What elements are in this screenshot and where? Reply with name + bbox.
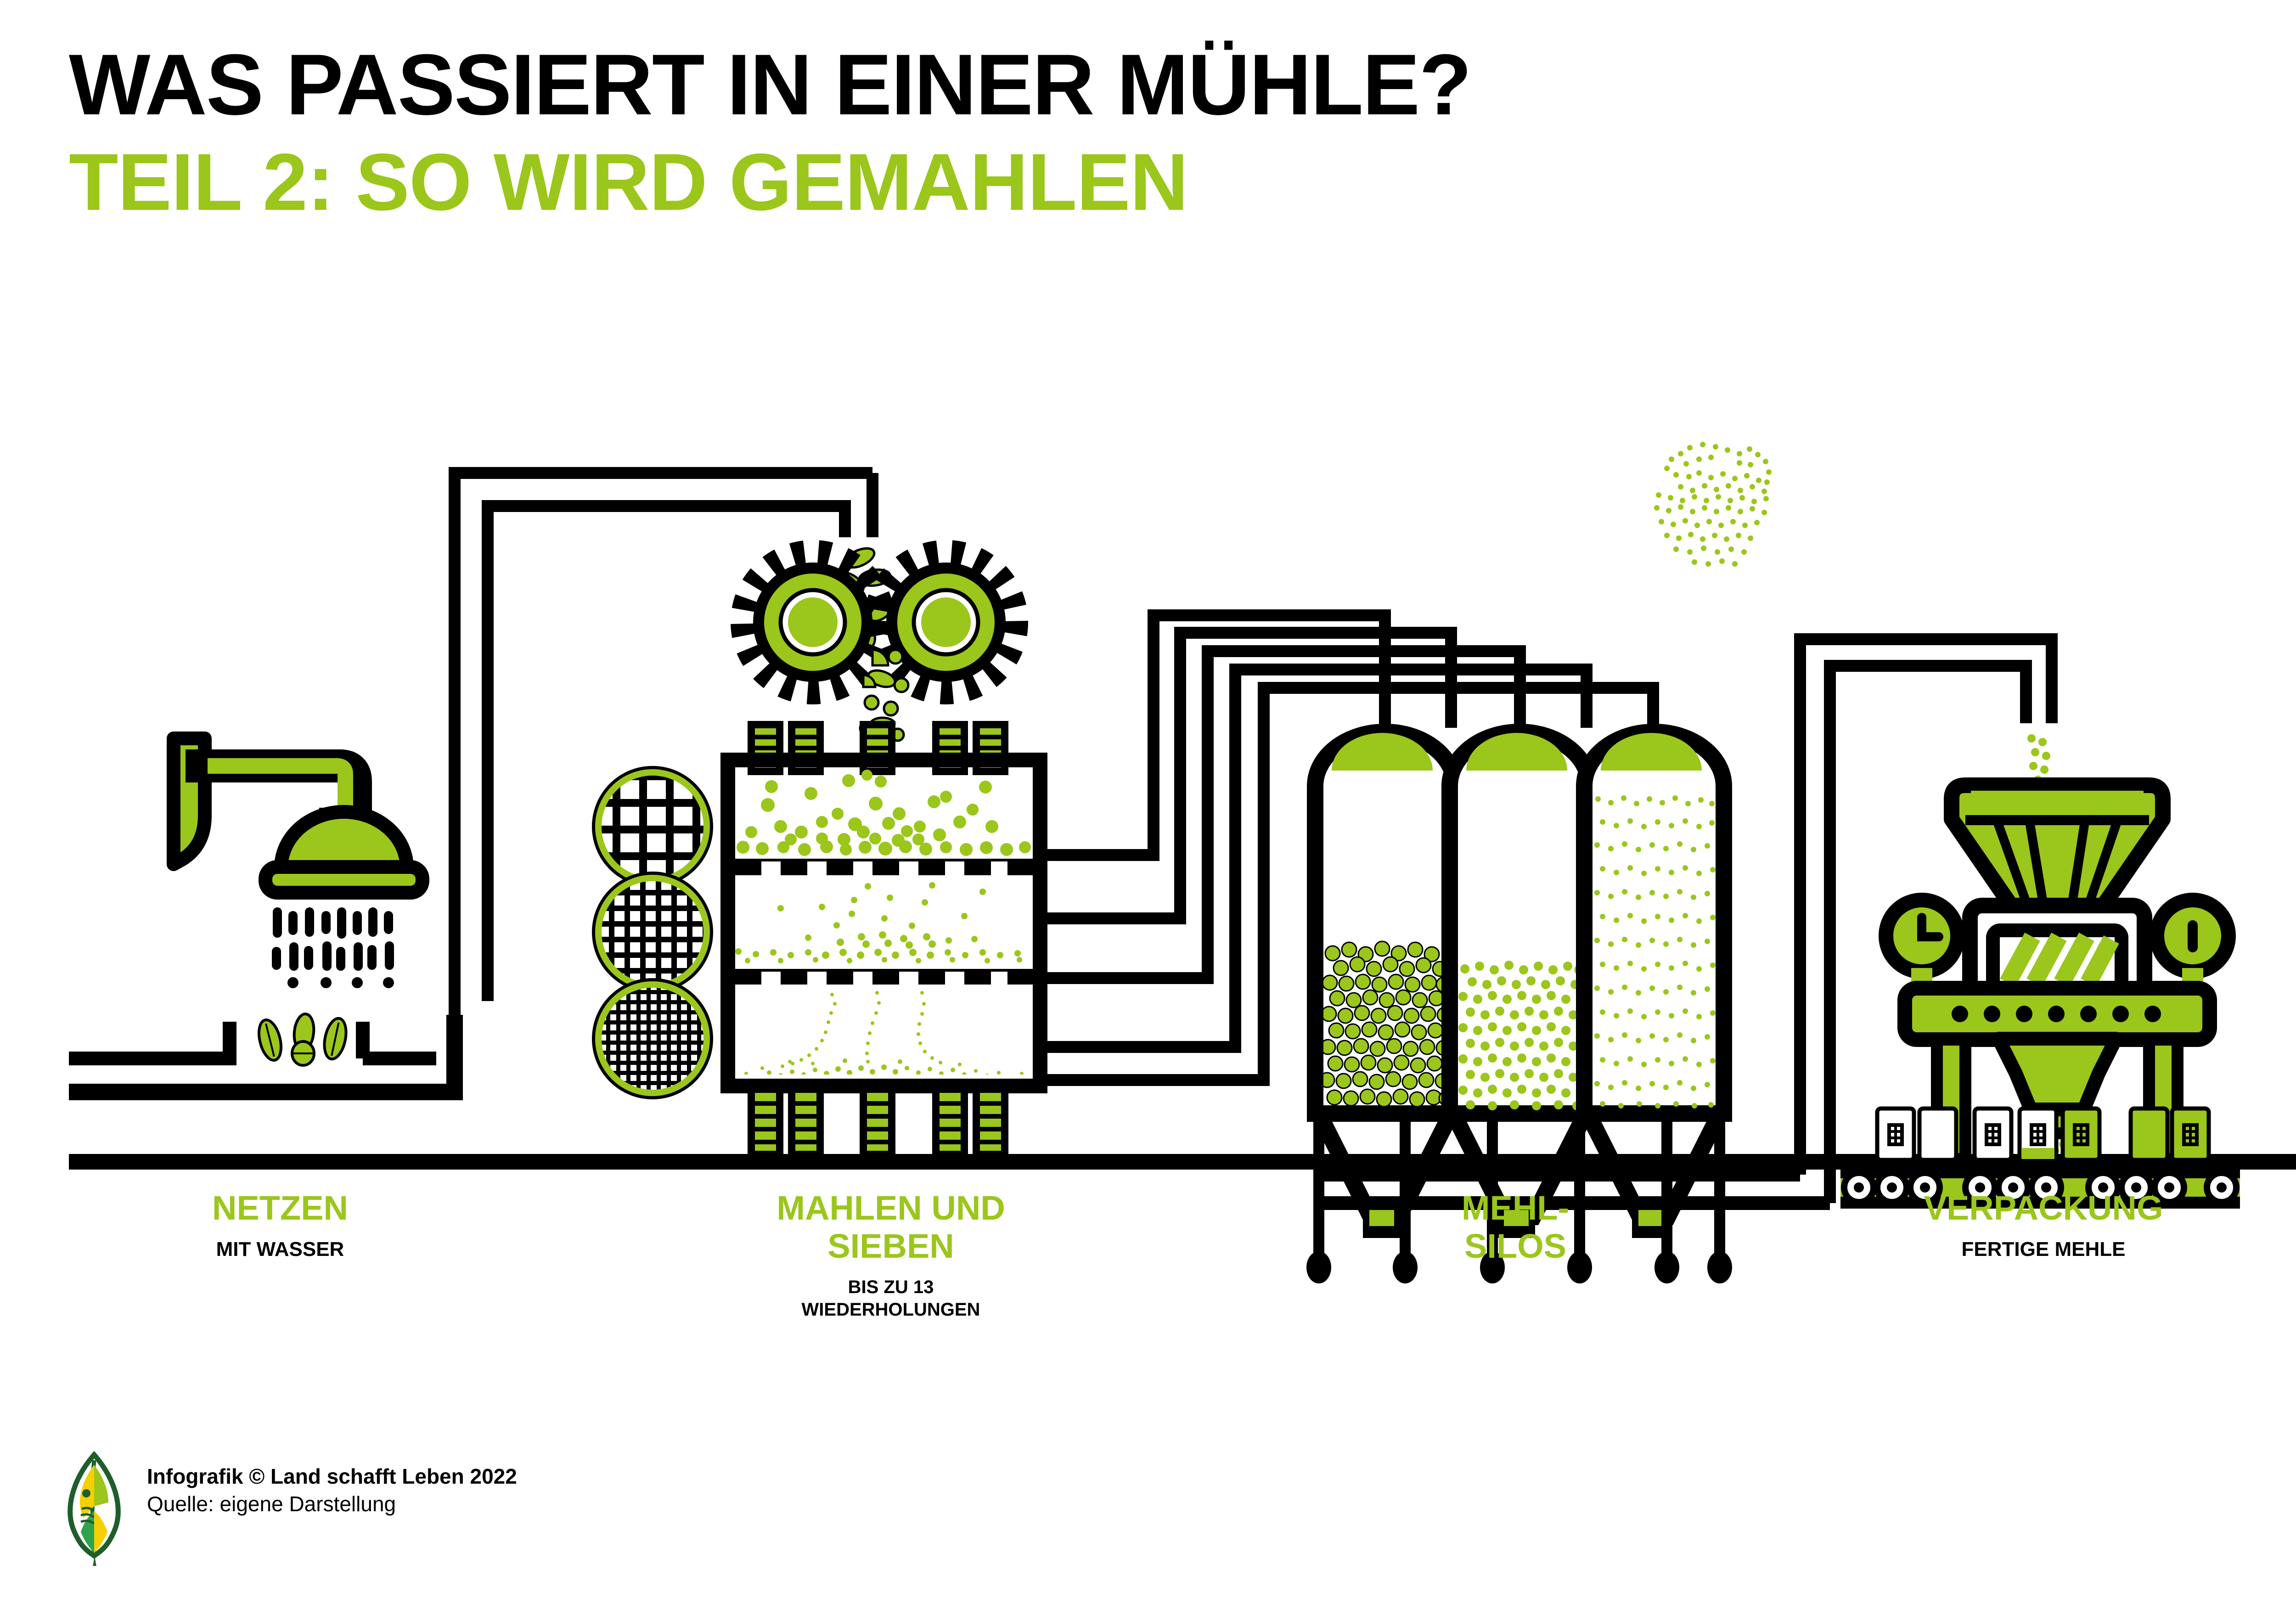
flour-bag-full [2060,1106,2102,1162]
sieve-medium-icon [592,872,713,993]
flour-bag-list [1875,1106,2211,1162]
flour-bag-full [2128,1106,2170,1162]
flour-bag-empty [1875,1106,1916,1162]
flour-bag-empty [1917,1106,1958,1162]
stage-title-verpackung: VERPACKUNG [1924,1189,2163,1227]
flour-bag-filling [2017,1106,2059,1162]
page-title: WAS PASSIERT IN EINER MÜHLE? [69,36,1472,133]
flour-bag-empty [1972,1106,2014,1162]
packaging-machine-icon [1879,777,2236,1165]
stage-title-mahlen-line1: MAHLEN UND [777,1189,1005,1227]
stage-sub-mahlen-line2: WIEDERHOLUNGEN [801,1299,980,1320]
netzen-conveyor-trough [69,1013,463,1100]
page-subtitle: TEIL 2: SO WIRD GEMAHLEN [69,137,1188,227]
footer: Infografik © Land schafft Leben 2022 Que… [60,1451,517,1566]
flour-silo-icon [1307,724,1732,1122]
silo-foot-pads [1306,1251,1732,1283]
machine-gauge-right-icon [2150,893,2236,989]
header: WAS PASSIERT IN EINER MÜHLE? TEIL 2: SO … [69,36,1472,227]
footer-copyright: Infografik © Land schafft Leben 2022 [147,1464,517,1488]
land-schafft-leben-leaf-logo [68,1451,121,1566]
sieve-coarse-icon [592,766,713,887]
stage-title-mahlen-line2: SIEBEN [827,1227,954,1265]
sieve-fine-icon [592,978,713,1099]
mehlsilos-group [1306,724,1830,1283]
pipe-netzen-to-mill [449,467,878,1015]
conveyor-belt [1840,1159,2240,1209]
stage-label-mahlen: MAHLEN UND SIEBEN BIS ZU 13 WIEDERHOLUNG… [726,1189,1056,1321]
shower-head-icon [167,732,429,988]
netzen-group [69,732,463,1100]
silo-collector-pipe [1319,1168,1830,1210]
sieve-box-bottom-supports [748,1086,1008,1154]
milling-roller-gear-icon [731,540,1028,704]
stage-label-verpackung: VERPACKUNG FERTIGE MEHLE [1878,1189,2209,1261]
stage-label-netzen: NETZEN MIT WASSER [119,1189,441,1261]
sieve-box [720,753,1047,1093]
mahlen-sieben-group [592,540,1047,1154]
pipe-silos-to-packaging [1794,633,2058,1203]
silo-legs [1313,1114,1725,1260]
flour-bag-full [2170,1106,2211,1162]
verpackung-group [1840,734,2240,1209]
stage-title-netzen: NETZEN [212,1189,348,1227]
pipes-sieve-to-silos [1040,609,1659,1086]
stage-sub-verpackung: FERTIGE MEHLE [1961,1238,2126,1260]
grain-kernel-icon [258,1013,348,1067]
stage-title-silos-line2: SILOS [1464,1227,1567,1265]
stage-label-mehlsilos: MEHL- SILOS [1350,1189,1681,1266]
stage-sub-mahlen-line1: BIS ZU 13 [848,1277,934,1297]
flour-dust-cloud-icon [1654,442,1772,567]
footer-source: Quelle: eigene Darstellung [147,1491,396,1516]
stage-sub-netzen: MIT WASSER [216,1238,344,1260]
stage-title-silos-line1: MEHL- [1461,1189,1570,1227]
machine-gauge-left-icon [1879,893,1965,989]
